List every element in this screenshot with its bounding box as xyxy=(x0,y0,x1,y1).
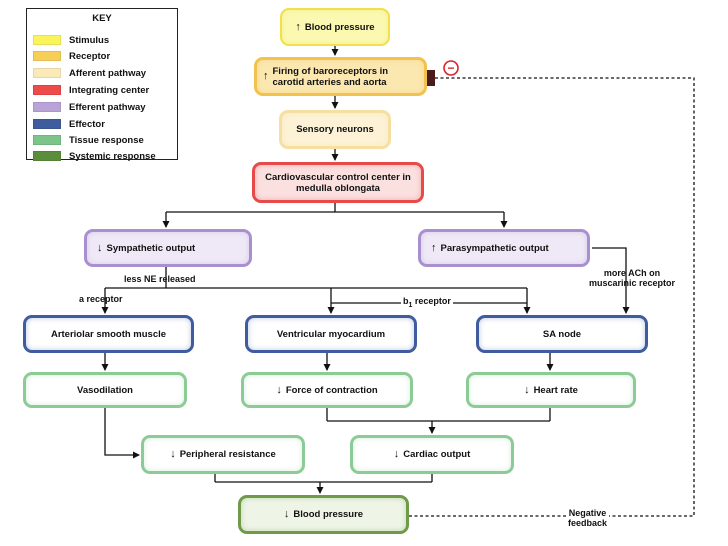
node-ventricular-myocardium: Ventricular myocardium xyxy=(245,315,417,353)
legend-label: Receptor xyxy=(69,50,111,62)
node-cardiovascular-control-center: Cardiovascular control center in medulla… xyxy=(252,162,424,203)
link-vasodilation-peripheral xyxy=(104,408,140,459)
legend-label: Efferent pathway xyxy=(69,101,146,113)
legend-item-effector: Effector xyxy=(33,117,105,131)
up-arrow-icon: ↑ xyxy=(295,20,301,33)
feedback-block xyxy=(427,70,435,86)
down-arrow-icon: ↓ xyxy=(276,383,282,396)
legend-item-systemic: Systemic response xyxy=(33,149,156,163)
legend-swatch xyxy=(33,68,61,78)
legend-label: Stimulus xyxy=(69,34,110,46)
label-less-ne-released: less NE released xyxy=(124,274,196,284)
node-label: Heart rate xyxy=(533,384,578,396)
legend-swatch xyxy=(33,119,61,129)
legend-label: Afferent pathway xyxy=(69,67,147,79)
minus-circle xyxy=(443,60,459,76)
node-label: Force of contraction xyxy=(285,384,378,396)
node-label: Blood pressure xyxy=(304,21,375,33)
legend-label: Tissue response xyxy=(69,134,144,146)
legend-item-afferent: Afferent pathway xyxy=(33,66,146,80)
down-arrow-icon: ↓ xyxy=(170,448,176,460)
node-receptor-baroreceptors: ↑ Firing of baroreceptors in carotid art… xyxy=(254,57,427,96)
beta-symbol: b xyxy=(403,296,409,306)
label-more-ach-line2: muscarinic receptor xyxy=(588,278,676,288)
node-force-of-contraction: ↓ Force of contraction xyxy=(241,372,413,408)
label-negative-feedback: Negative feedback xyxy=(566,507,610,529)
label-negative-line2: feedback xyxy=(568,518,608,528)
down-arrow-icon: ↓ xyxy=(524,383,530,396)
node-vasodilation: Vasodilation xyxy=(23,372,187,408)
down-arrow-icon: ↓ xyxy=(393,448,400,460)
up-arrow-icon: ↑ xyxy=(431,241,437,254)
node-final-blood-pressure: ↓ Blood pressure xyxy=(238,495,409,534)
label-negative-line1: Negative xyxy=(568,508,607,518)
node-sympathetic-output: ↓ Sympathetic output xyxy=(84,229,252,267)
node-label: Arteriolar smooth muscle xyxy=(50,328,167,340)
node-parasympathetic-output: ↑ Parasympathetic output xyxy=(418,229,590,267)
node-label: Cardiovascular control center in medulla… xyxy=(265,171,411,194)
node-sensory-neurons: Sensory neurons xyxy=(279,110,391,149)
node-label: Ventricular myocardium xyxy=(276,328,386,340)
legend-item-efferent: Efferent pathway xyxy=(33,100,146,114)
legend-key: KEY Stimulus Receptor Afferent pathway I… xyxy=(26,8,178,163)
legend-item-stimulus: Stimulus xyxy=(33,33,109,47)
down-arrow-icon: ↓ xyxy=(283,508,290,520)
legend-swatch xyxy=(33,135,61,145)
legend-title: KEY xyxy=(92,13,112,24)
up-arrow-icon: ↑ xyxy=(263,70,269,82)
node-label: Parasympathetic output xyxy=(440,242,549,254)
node-label: Peripheral resistance xyxy=(179,449,276,460)
beta-subscript: 1 xyxy=(408,301,413,309)
legend-label: Integrating center xyxy=(69,84,150,96)
beta-tail: receptor xyxy=(412,296,451,306)
node-label: Sensory neurons xyxy=(296,124,374,135)
down-arrow-icon: ↓ xyxy=(97,241,103,254)
legend-swatch xyxy=(33,51,61,61)
legend-item-tissue: Tissue response xyxy=(33,133,144,147)
legend-swatch xyxy=(33,151,61,161)
legend-item-integrating: Integrating center xyxy=(33,83,149,97)
legend-item-receptor: Receptor xyxy=(33,49,110,63)
minus-sign: − xyxy=(447,61,454,75)
node-label: Sympathetic output xyxy=(106,242,196,254)
node-heart-rate: ↓ Heart rate xyxy=(466,372,636,408)
node-peripheral-resistance: ↓ Peripheral resistance xyxy=(141,435,305,474)
legend-swatch xyxy=(33,85,61,95)
legend-swatch xyxy=(33,35,61,45)
node-arteriolar-smooth-muscle: Arteriolar smooth muscle xyxy=(23,315,194,353)
node-label: Blood pressure xyxy=(293,509,364,520)
node-stimulus-blood-pressure: ↑ Blood pressure xyxy=(280,8,390,46)
legend-swatch xyxy=(33,102,61,112)
legend-label: Effector xyxy=(69,118,105,130)
label-more-ach: more ACh on muscarinic receptor xyxy=(578,268,686,288)
label-alpha-receptor: a receptor xyxy=(79,294,123,304)
node-cardiac-output: ↓ Cardiac output xyxy=(350,435,514,474)
label-more-ach-line1: more ACh on xyxy=(603,268,661,278)
node-label: Vasodilation xyxy=(77,384,133,396)
link-parasympathetic-to-sa xyxy=(592,247,630,314)
node-sa-node: SA node xyxy=(476,315,648,353)
legend-label: Systemic response xyxy=(69,150,156,162)
node-label: Cardiac output xyxy=(403,449,471,460)
label-beta1-receptor: b1 receptor xyxy=(401,296,453,311)
node-label: SA node xyxy=(542,328,582,340)
node-label: Firing of baroreceptors in carotid arter… xyxy=(272,65,389,88)
